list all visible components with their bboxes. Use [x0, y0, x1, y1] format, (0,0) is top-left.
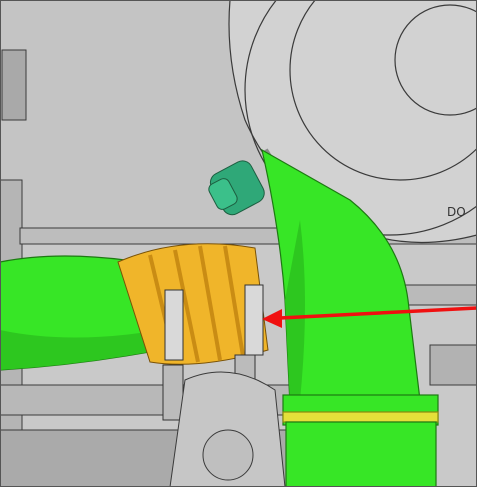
coupler-rib-2: [173, 249, 200, 363]
clamp-right-band: [244, 284, 264, 356]
sensor-fitting: [208, 160, 265, 216]
part-label: DO: [447, 205, 466, 219]
horizontal-pipe-shade: [0, 330, 160, 370]
yellow-band: [282, 411, 439, 423]
coupler-rib-3: [198, 245, 222, 361]
clamp-left-screw: [162, 364, 184, 421]
housing-ring-inner: [289, 0, 477, 181]
housing-ring-outer: [244, 0, 477, 236]
arrow-shaft: [279, 306, 477, 320]
housing-ring-center: [394, 4, 477, 116]
coupler-rib-4: [223, 245, 245, 357]
lower-components: [169, 371, 286, 487]
vertical-pipe-shade: [285, 220, 305, 405]
turbo-wheel: [202, 429, 254, 481]
right-rail: [399, 284, 477, 306]
left-bracket: [1, 49, 27, 121]
clamp-left-band: [164, 289, 184, 361]
horizontal-intake-pipe: [0, 255, 161, 371]
pipe-lower-section: [285, 421, 437, 487]
red-arrow-icon: [262, 306, 477, 328]
sensor-cap: [208, 178, 238, 210]
vertical-intake-pipe: [261, 148, 439, 487]
right-rail-lower: [429, 344, 477, 386]
turbo-housing: [169, 371, 286, 487]
arrow-head: [262, 309, 282, 328]
